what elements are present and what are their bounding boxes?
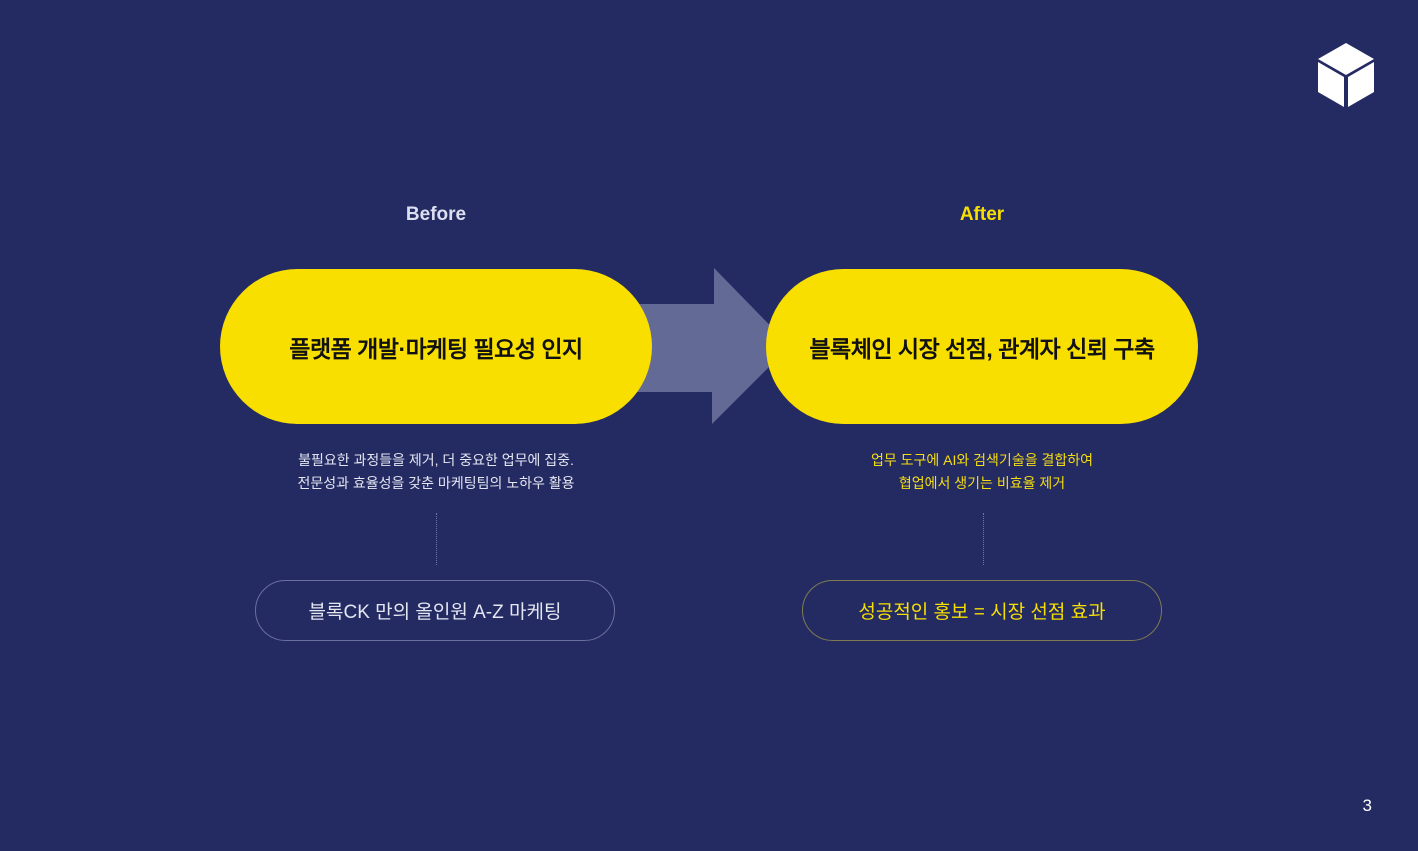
arrow-right-icon xyxy=(620,268,790,424)
after-tag: 성공적인 홍보 = 시장 선점 효과 xyxy=(802,580,1162,641)
before-pill: 플랫폼 개발·마케팅 필요성 인지 xyxy=(220,269,652,424)
before-label: Before xyxy=(405,204,467,225)
before-connector xyxy=(436,513,437,565)
before-tag: 블록CK 만의 올인원 A-Z 마케팅 xyxy=(255,580,615,641)
before-description-line: 전문성과 효율성을 갖춘 마케팅팀의 노하우 활용 xyxy=(297,475,575,491)
after-connector xyxy=(983,513,984,565)
after-label: After xyxy=(959,204,1005,225)
cube-icon xyxy=(1318,43,1374,107)
after-pill: 블록체인 시장 선점, 관계자 신뢰 구축 xyxy=(766,269,1198,424)
before-description: 불필요한 과정들을 제거, 더 중요한 업무에 집중. 전문성과 효율성을 갖춘… xyxy=(216,449,656,495)
after-description-line: 협업에서 생기는 비효율 제거 xyxy=(898,475,1066,491)
after-description: 업무 도구에 AI와 검색기술을 결합하여 협업에서 생기는 비효율 제거 xyxy=(762,449,1202,495)
before-description-line: 불필요한 과정들을 제거, 더 중요한 업무에 집중. xyxy=(298,452,574,468)
after-description-line: 업무 도구에 AI와 검색기술을 결합하여 xyxy=(871,452,1093,468)
page-number: 3 xyxy=(1362,796,1372,815)
